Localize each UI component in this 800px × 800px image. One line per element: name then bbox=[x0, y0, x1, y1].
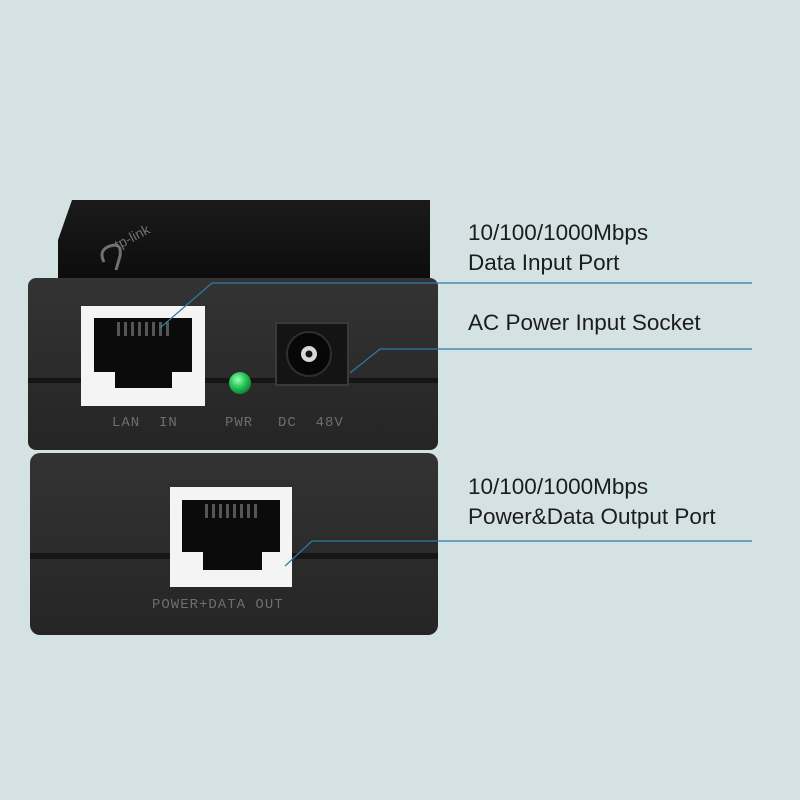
pwr-led-indicator bbox=[229, 372, 251, 394]
dc-48v-label: DC 48V bbox=[278, 415, 344, 431]
callout-ac-power-input-socket: AC Power Input Socket bbox=[468, 308, 701, 338]
callout-line2: Power&Data Output Port bbox=[468, 504, 716, 529]
callout-power-data-output-port: 10/100/1000Mbps Power&Data Output Port bbox=[468, 472, 716, 532]
power-data-out-port bbox=[170, 487, 292, 587]
leader-line-power-data-output bbox=[284, 540, 752, 567]
lan-in-port bbox=[81, 306, 205, 406]
callout-line2: Data Input Port bbox=[468, 250, 620, 275]
pwr-label: PWR bbox=[225, 415, 253, 431]
callout-data-input-port: 10/100/1000Mbps Data Input Port bbox=[468, 218, 648, 278]
callout-line1: 10/100/1000Mbps bbox=[468, 474, 649, 499]
callout-line1: 10/100/1000Mbps bbox=[468, 220, 649, 245]
leader-lines bbox=[159, 282, 752, 567]
bottom-unit: POWER+DATA OUT bbox=[30, 453, 438, 635]
power-data-out-label: POWER+DATA OUT bbox=[152, 597, 284, 613]
top-unit: tp-link LAN IN PWR bbox=[28, 200, 438, 450]
lan-in-label: LAN IN bbox=[112, 415, 178, 431]
top-housing bbox=[58, 200, 430, 282]
leader-line-ac-power bbox=[349, 348, 752, 374]
leader-line-data-input bbox=[159, 282, 752, 329]
callout-line1: AC Power Input Socket bbox=[468, 310, 701, 335]
dc-power-socket bbox=[275, 322, 349, 386]
